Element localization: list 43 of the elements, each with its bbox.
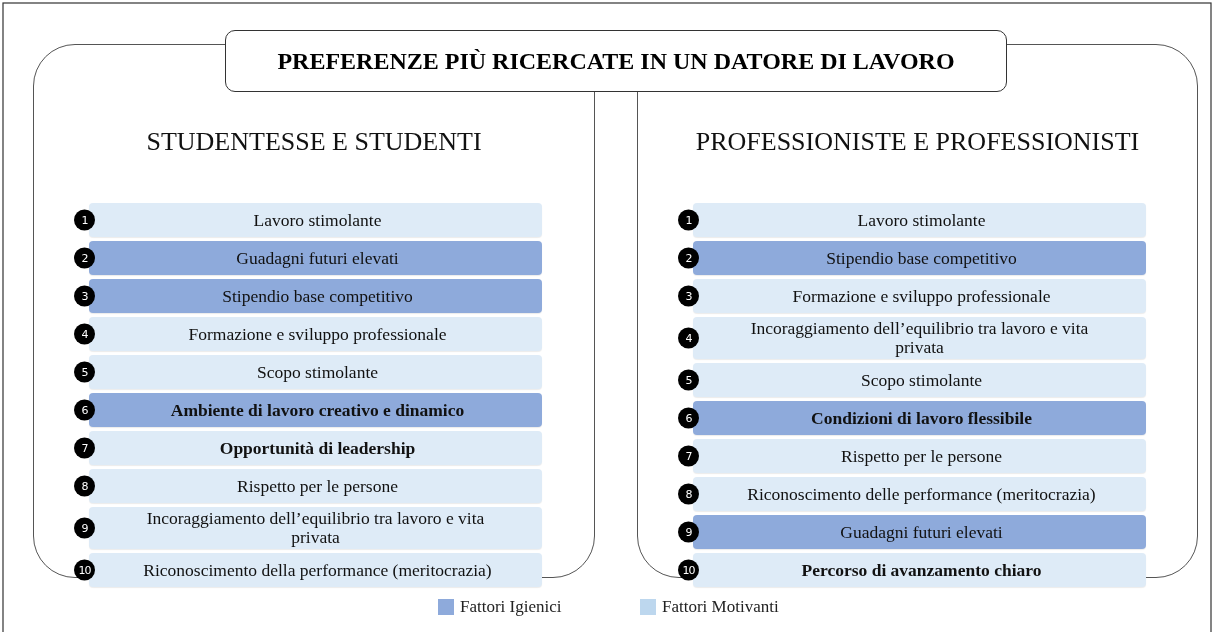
- rank-number: 7: [74, 437, 95, 459]
- factor-bar: Stipendio base competitivo: [89, 279, 542, 313]
- factor-bar: Guadagni futuri elevati: [89, 241, 542, 275]
- factor-bar: Ambiente di lavoro creativo e dinamico: [89, 393, 542, 427]
- factor-bar: Condizioni di lavoro flessibile: [693, 401, 1146, 435]
- rank-number: 8: [74, 475, 95, 497]
- factor-bar: Formazione e sviluppo professionale: [89, 317, 542, 351]
- rank-number: 9: [74, 517, 95, 539]
- rank-number: 4: [678, 327, 699, 349]
- rank-number: 6: [74, 399, 95, 421]
- rank-number: 6: [678, 407, 699, 429]
- rank-number: 10: [74, 559, 95, 581]
- factor-bar: Riconoscimento delle performance (meritocrazia): [693, 477, 1146, 511]
- factor-bar: Rispetto per le persone: [89, 469, 542, 503]
- panel-heading: PROFESSIONISTE E PROFESSIONISTI: [695, 127, 1140, 157]
- factor-bar: Incoraggiamento dell’equilibrio tra lavoro e vita privata: [693, 317, 1146, 359]
- rank-number: 9: [678, 521, 699, 543]
- factor-bar: Incoraggiamento dell’equilibrio tra lavoro e vita privata: [89, 507, 542, 549]
- factor-bar: Stipendio base competitivo: [693, 241, 1146, 275]
- rank-number: 1: [678, 209, 699, 231]
- rank-number: 7: [678, 445, 699, 467]
- rank-number: 2: [678, 247, 699, 269]
- factor-bar: Opportunità di leadership: [89, 431, 542, 465]
- legend-label: Fattori Motivanti: [662, 597, 779, 617]
- factor-bar: Guadagni futuri elevati: [693, 515, 1146, 549]
- rank-number: 2: [74, 247, 95, 269]
- rank-number: 3: [74, 285, 95, 307]
- factor-bar: Formazione e sviluppo professionale: [693, 279, 1146, 313]
- rank-number: 4: [74, 323, 95, 345]
- rank-number: 10: [678, 559, 699, 581]
- rank-number: 3: [678, 285, 699, 307]
- rank-number: 1: [74, 209, 95, 231]
- legend-label: Fattori Igienici: [460, 597, 562, 617]
- factor-bar: Rispetto per le persone: [693, 439, 1146, 473]
- rank-number: 5: [74, 361, 95, 383]
- rank-number: 8: [678, 483, 699, 505]
- rank-number: 5: [678, 369, 699, 391]
- factor-bar: Scopo stimolante: [89, 355, 542, 389]
- factor-bar: Lavoro stimolante: [89, 203, 542, 237]
- factor-bar: Scopo stimolante: [693, 363, 1146, 397]
- panel-heading: STUDENTESSE E STUDENTI: [146, 127, 482, 157]
- title-box: PREFERENZE PIÙ RICERCATE IN UN DATORE DI LAVORO: [225, 30, 1007, 92]
- factor-bar: Lavoro stimolante: [693, 203, 1146, 237]
